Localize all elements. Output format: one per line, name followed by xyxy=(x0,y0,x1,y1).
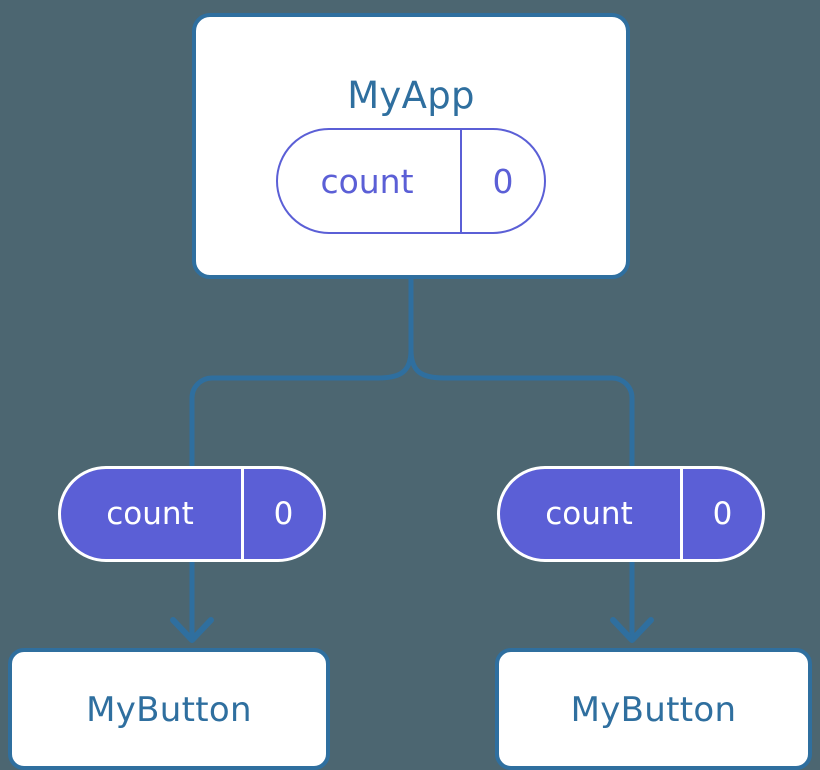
prop-arrow-right-head xyxy=(610,617,654,643)
prop-arrow-left-head xyxy=(170,617,214,643)
props-pill-right[interactable]: count 0 xyxy=(497,466,765,562)
component-label-mybutton-left: MyButton xyxy=(86,690,252,730)
state-key-root: count xyxy=(320,161,414,201)
props-key-right: count xyxy=(545,496,633,532)
props-key-left: count xyxy=(106,496,194,532)
state-value-root: 0 xyxy=(460,130,544,232)
props-value-right: 0 xyxy=(680,469,762,559)
component-label-mybutton-right: MyButton xyxy=(570,690,737,730)
props-pill-left[interactable]: count 0 xyxy=(58,466,326,562)
component-node-mybutton-left[interactable]: MyButton xyxy=(8,648,330,770)
component-node-mybutton-right[interactable]: MyButton xyxy=(495,648,812,770)
props-value-left: 0 xyxy=(241,469,323,559)
state-pill-root[interactable]: count 0 xyxy=(276,128,546,234)
component-label-myapp: MyApp xyxy=(347,74,475,117)
